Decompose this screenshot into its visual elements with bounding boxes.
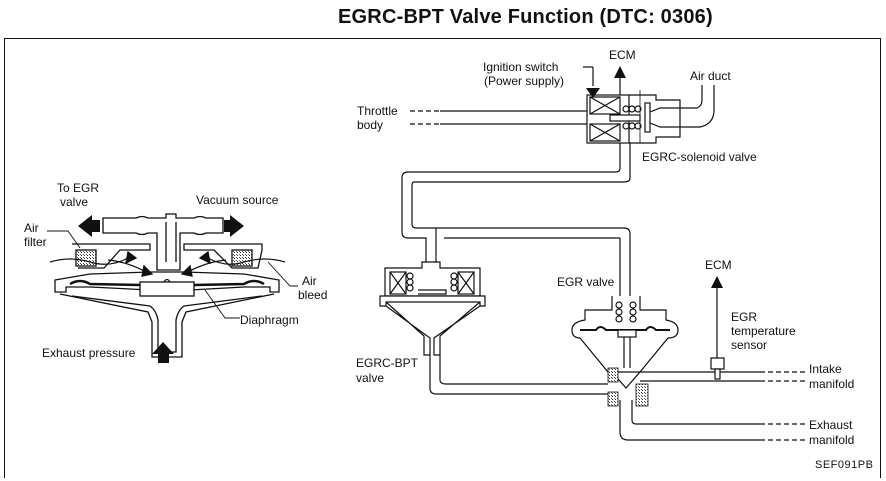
label-power-supply: (Power supply) <box>484 74 565 88</box>
egr-valve-body <box>571 296 679 389</box>
system-schematic <box>379 66 805 441</box>
egrc-bpt-valve-body <box>379 261 486 356</box>
diagram-title: EGRC-BPT Valve Function (DTC: 0306) <box>338 6 713 28</box>
label-vacuum-source: Vacuum source <box>196 193 279 207</box>
label-egr-temp-sensor: EGR <box>731 310 758 324</box>
egrc-solenoid-valve <box>586 85 715 144</box>
vacuum-source-arrow-icon <box>224 215 244 237</box>
label-egrc-solenoid-valve: EGRC-solenoid valve <box>642 150 757 164</box>
to-egr-arrow-icon <box>78 215 100 237</box>
label-throttle-body: Throttle <box>357 104 398 118</box>
air-filter-pad-right <box>231 249 253 267</box>
label-ignition-switch: Ignition switch <box>483 60 559 74</box>
ignition-power-arrow-icon <box>586 88 600 98</box>
label-to-egr-valve-2: valve <box>60 195 89 209</box>
label-egrc-bpt-valve: EGRC-BPT <box>356 356 419 370</box>
figure-code: SEF091PB <box>815 459 874 471</box>
label-throttle-body-2: body <box>357 118 384 132</box>
upper-cover <box>72 243 151 269</box>
ecm-sensor-arrow-icon <box>711 276 723 288</box>
exhaust-pressure-arrow-icon <box>152 342 174 363</box>
t-pipe <box>102 213 224 271</box>
label-air-duct: Air duct <box>690 69 731 83</box>
bpt-cross-section <box>47 213 298 358</box>
label-egrc-bpt-valve-2: valve <box>356 371 385 385</box>
label-air-filter: Air <box>24 221 39 235</box>
label-ecm-top: ECM <box>609 48 636 62</box>
label-egr-temp-sensor-2: temperature <box>731 324 796 338</box>
label-air-bleed: Air <box>302 274 317 288</box>
label-air-bleed-2: bleed <box>298 288 328 302</box>
label-egr-valve: EGR valve <box>557 275 615 289</box>
label-to-egr-valve: To EGR <box>57 181 100 195</box>
air-filter-pad-left <box>75 249 97 267</box>
label-intake-manifold: Intake <box>809 362 842 376</box>
label-exhaust-pressure: Exhaust pressure <box>42 346 136 360</box>
label-exhaust-manifold: Exhaust <box>809 418 853 432</box>
label-intake-manifold-2: manifold <box>809 377 855 391</box>
label-egr-temp-sensor-3: sensor <box>731 338 768 352</box>
ecm-output-arrow-icon <box>614 66 626 78</box>
label-ecm-sensor: ECM <box>705 258 732 272</box>
air-duct <box>680 85 715 128</box>
label-exhaust-manifold-2: manifold <box>809 433 855 447</box>
label-diaphragm: Diaphragm <box>240 313 299 327</box>
vacuum-hose <box>401 143 631 302</box>
egr-temp-sensor <box>710 357 725 370</box>
label-air-filter-2: filter <box>24 235 47 249</box>
diagram-frame <box>4 38 881 478</box>
